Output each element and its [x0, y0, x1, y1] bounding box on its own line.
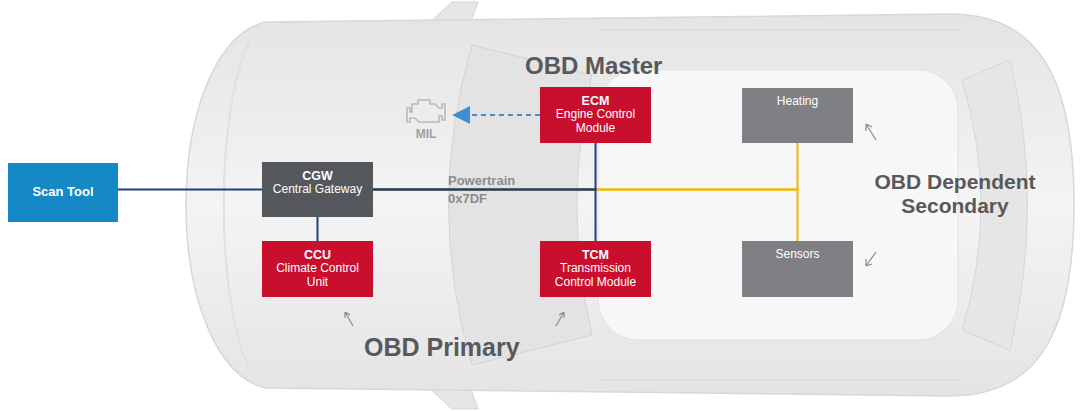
group-label: OBD Primary: [364, 333, 520, 362]
node-title: CCU: [304, 248, 331, 262]
secondary-box: Sensors: [742, 241, 853, 297]
node-body: Central Gateway: [273, 183, 362, 197]
hood-line: [224, 40, 250, 370]
group-label: OBD Master: [525, 52, 662, 80]
bus-line: [373, 143, 798, 190]
node-title: CGW: [302, 169, 333, 183]
node-body: Climate Control Unit: [267, 262, 368, 290]
ecu-box: ECMEngine Control Module: [540, 87, 651, 143]
node-body: Engine Control Module: [545, 108, 646, 136]
bus-line: [317, 217, 319, 241]
bus-line: [118, 189, 262, 191]
group-label: OBD Dependent Secondary: [850, 170, 1060, 218]
bus-label: Powertrain 0x7DF: [448, 172, 515, 208]
signal-arrow: [454, 114, 540, 116]
engine-icon: [404, 94, 448, 126]
gateway-box: CGWCentral Gateway: [262, 162, 373, 217]
node-title: ECM: [582, 94, 610, 108]
node-title: Scan Tool: [32, 185, 93, 200]
secondary-box: Heating: [742, 88, 853, 143]
callout-pointers: [345, 124, 876, 326]
node-title: Heating: [777, 95, 818, 109]
scan-tool-box: Scan Tool: [8, 163, 118, 222]
bus-line: [373, 190, 798, 242]
node-title: TCM: [582, 248, 609, 262]
mil-indicator: MIL: [400, 92, 452, 148]
node-body: Transmission Control Module: [545, 262, 646, 290]
node-title: Sensors: [775, 248, 819, 262]
engine-outline: [407, 100, 445, 122]
ecu-box: CCUClimate Control Unit: [262, 241, 373, 297]
ecu-box: TCMTransmission Control Module: [540, 241, 651, 297]
node-title: MIL: [416, 128, 437, 142]
car-body: [186, 14, 1074, 396]
